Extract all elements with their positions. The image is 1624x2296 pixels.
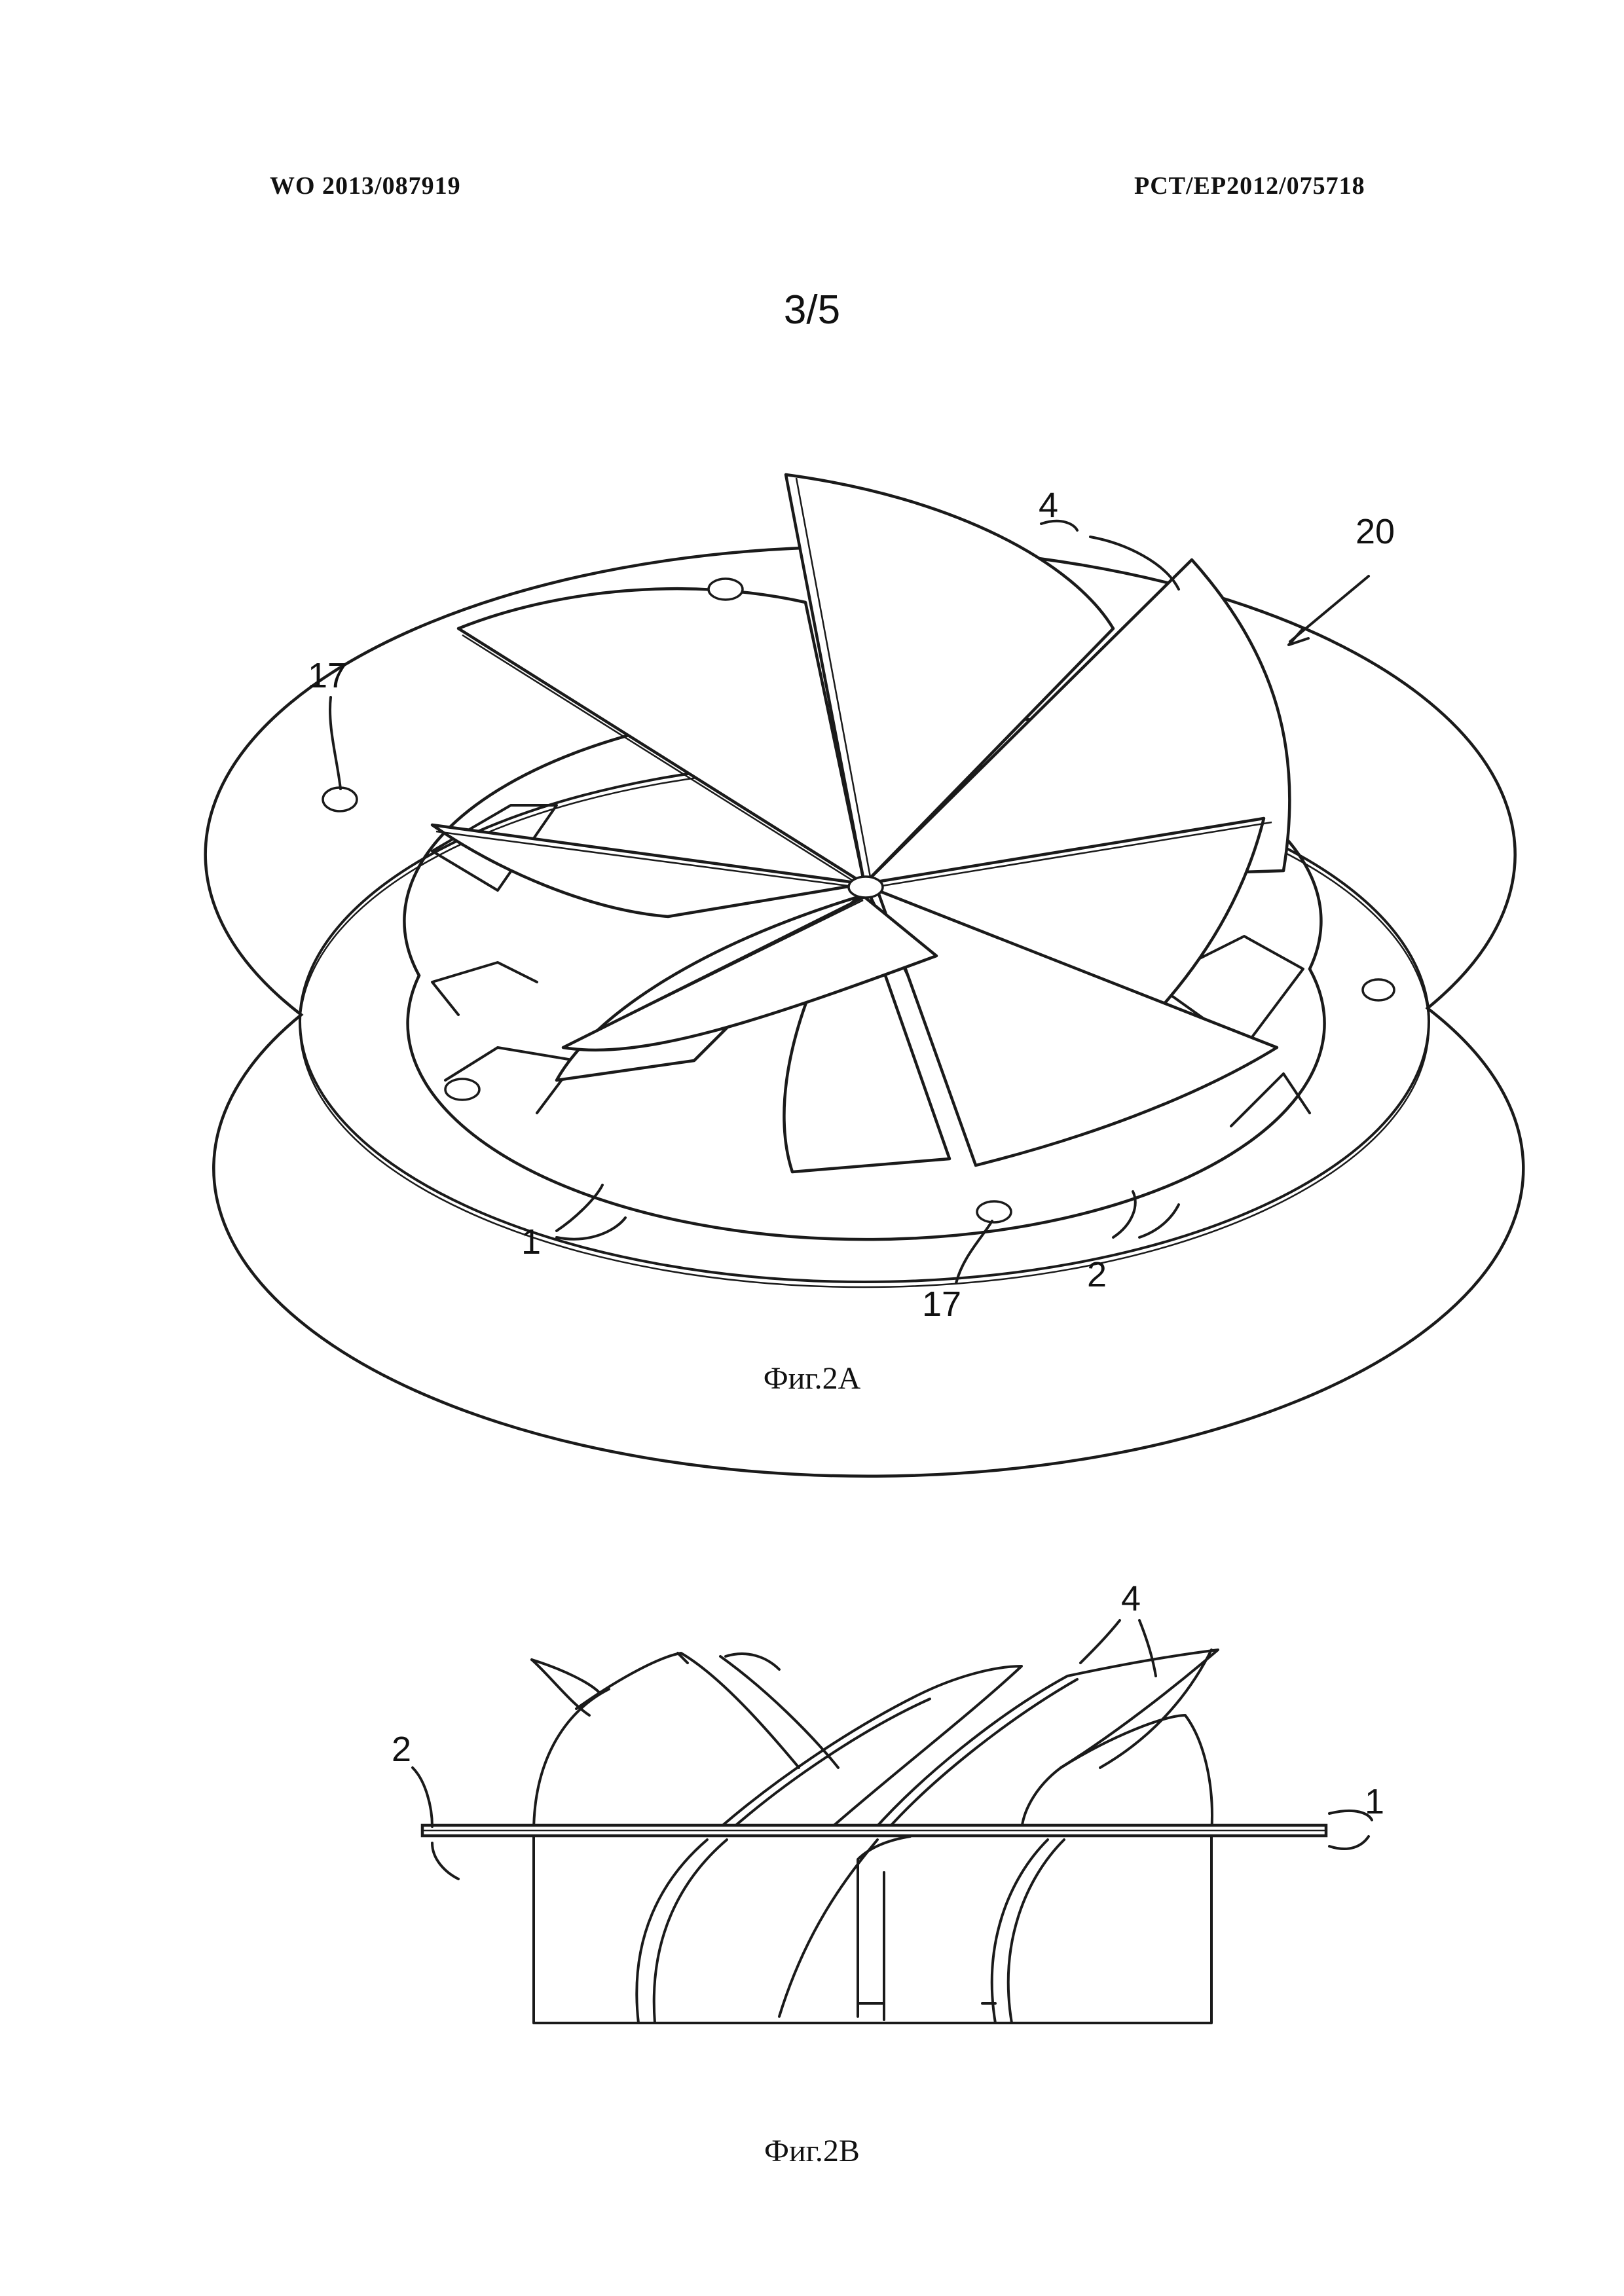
- blade-top-left: [456, 587, 866, 886]
- inner-frame-left: [431, 804, 558, 892]
- upper-blade-4: [870, 1649, 1219, 1834]
- upper-blade-3: [712, 1665, 1023, 1834]
- leader-20: [1289, 575, 1370, 643]
- hub: [847, 875, 884, 899]
- upper-dome-right: [1060, 1714, 1213, 1834]
- label-1: 1: [521, 1222, 541, 1262]
- upper-blade-1: [575, 1652, 800, 1769]
- label-17-left: 17: [308, 656, 347, 695]
- leader-17-left: [329, 696, 342, 790]
- leader-1: [555, 1184, 604, 1232]
- mounting-hole-2: [322, 786, 358, 812]
- figure-2b-drawing: 4 2 1: [392, 1579, 1384, 2024]
- blade-bottom-right: [876, 888, 1279, 1167]
- mounting-hole-5: [976, 1200, 1012, 1224]
- figure-2b-caption: Фиг.2В: [764, 2134, 860, 2168]
- blade-top: [784, 473, 1115, 886]
- mounting-hole-4: [444, 1078, 481, 1101]
- mounting-hole-3: [1361, 978, 1395, 1002]
- leader-2: [1112, 1190, 1137, 1239]
- label-17-bottom: 17: [922, 1285, 961, 1324]
- blade-top-right: [862, 558, 1291, 886]
- blade-left: [430, 823, 866, 919]
- leader-1b: [1328, 1809, 1373, 1821]
- label-2: 2: [1087, 1255, 1107, 1294]
- label-4: 4: [1039, 486, 1058, 525]
- label-1b: 1: [1365, 1782, 1384, 1821]
- upper-dome-left: [532, 1688, 610, 1834]
- leader-4b: [1079, 1619, 1121, 1664]
- leader-2b: [411, 1766, 434, 1828]
- page-number: 3/5: [783, 287, 841, 333]
- figure-2a-caption: Фиг.2А: [763, 1361, 861, 1396]
- label-20: 20: [1356, 512, 1395, 551]
- leader-17-bottom: [955, 1220, 993, 1285]
- publication-number: WO 2013/087919: [270, 172, 461, 200]
- lower-body: [532, 1832, 1213, 2024]
- figure-2a-drawing: 4 20 17 1 17 2: [204, 473, 1525, 1478]
- leader-4: [1040, 519, 1079, 532]
- label-2b: 2: [392, 1730, 411, 1769]
- application-number: PCT/EP2012/075718: [1134, 172, 1365, 200]
- label-4b: 4: [1121, 1579, 1141, 1618]
- blade-small-lower-left: [561, 895, 938, 1052]
- mounting-hole-1: [707, 577, 744, 601]
